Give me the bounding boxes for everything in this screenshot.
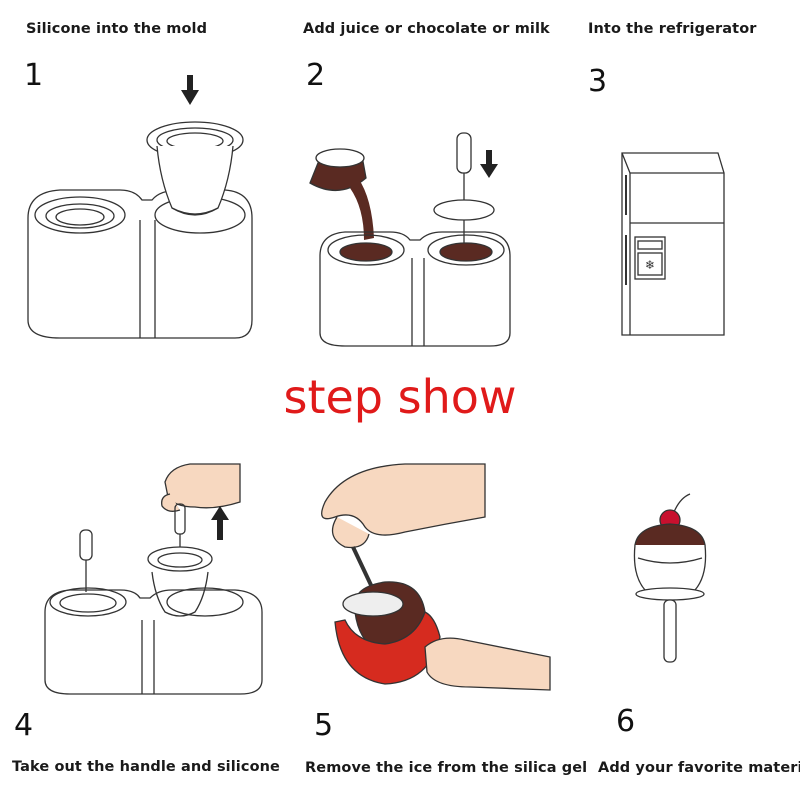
refrigerator-illustration: ❄ xyxy=(621,152,725,336)
step-2-caption: Add juice or chocolate or milk xyxy=(303,21,550,37)
peel-silicone-illustration xyxy=(321,463,551,691)
step-1-number: 1 xyxy=(24,58,44,93)
ice-cream-pop-illustration xyxy=(633,493,707,663)
measuring-cup xyxy=(309,148,367,192)
step-1-caption: Silicone into the mold xyxy=(26,21,208,37)
step-4-number: 4 xyxy=(14,708,34,743)
lift-handle-illustration xyxy=(44,463,263,695)
step-2-number: 2 xyxy=(306,58,326,93)
snowflake-icon: ❄ xyxy=(645,258,655,272)
up-arrow-icon xyxy=(211,506,229,540)
step-5-caption: Remove the ice from the silica gel xyxy=(305,760,588,776)
hand-icon xyxy=(161,463,241,512)
step-3-number: 3 xyxy=(588,64,608,99)
step-6-caption: Add your favorite material xyxy=(598,760,800,776)
down-arrow-icon xyxy=(181,75,199,105)
step-3-caption: Into the refrigerator xyxy=(588,21,757,37)
pour-chocolate-illustration xyxy=(309,132,511,347)
step-5-number: 5 xyxy=(314,708,334,743)
hand-icon xyxy=(321,463,486,549)
hand-icon xyxy=(424,637,551,691)
down-arrow-icon xyxy=(480,150,498,178)
step-4-caption: Take out the handle and silicone xyxy=(12,759,280,775)
headline-step-show: step show xyxy=(283,370,517,424)
step-6-number: 6 xyxy=(616,704,636,739)
mold-insert-illustration xyxy=(27,75,253,339)
